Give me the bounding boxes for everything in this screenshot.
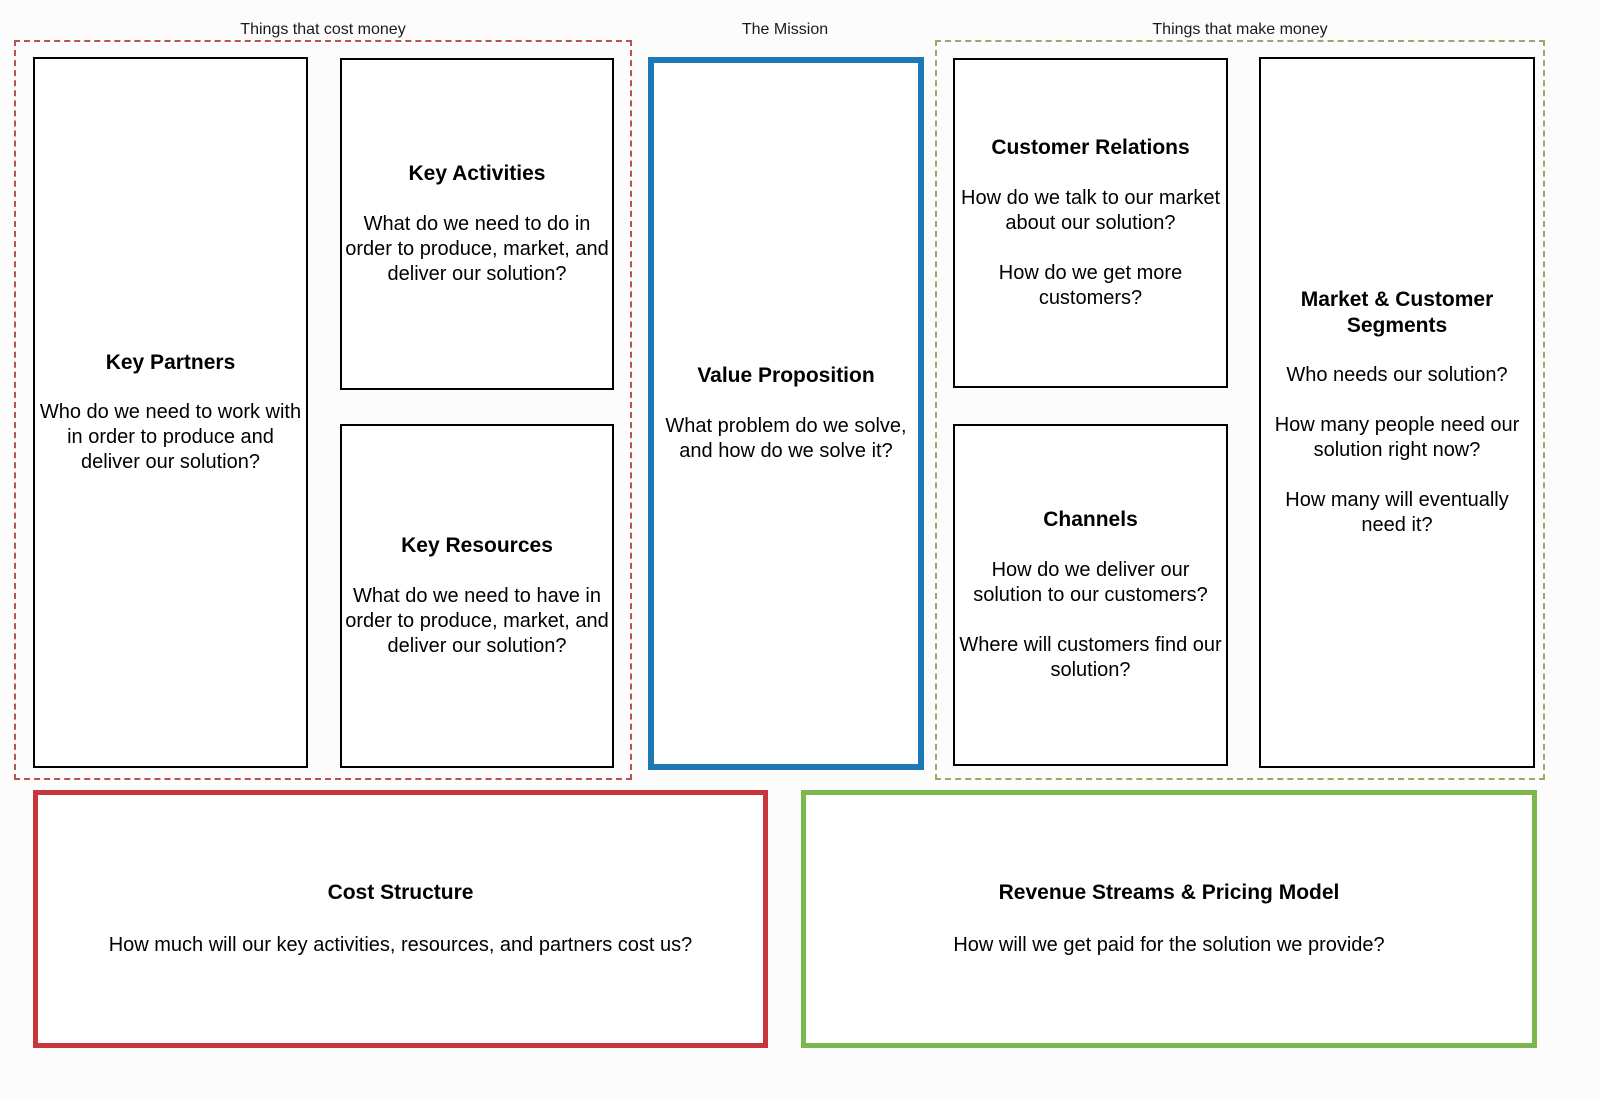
key-partners-title: Key Partners bbox=[105, 350, 236, 374]
key-activities-box: Key Activities What do we need to do in … bbox=[340, 58, 614, 390]
channels-box: Channels How do we deliver our solution … bbox=[953, 424, 1228, 766]
customer-relations-box: Customer Relations How do we talk to our… bbox=[953, 58, 1228, 388]
revenue-streams-box: Revenue Streams & Pricing Model How will… bbox=[801, 790, 1537, 1048]
key-resources-title: Key Resources bbox=[401, 534, 553, 558]
key-partners-box: Key Partners Who do we need to work with… bbox=[33, 57, 308, 768]
market-segments-question-1: Who needs our solution? bbox=[1286, 363, 1508, 386]
cost-structure-title: Cost Structure bbox=[327, 880, 474, 904]
market-segments-question-3: How many will eventually need it? bbox=[1285, 488, 1509, 536]
group-label-revenue: Things that make money bbox=[1152, 21, 1328, 38]
cost-group-frame bbox=[14, 40, 632, 780]
cost-structure-question: How much will our key activities, resour… bbox=[108, 934, 693, 957]
market-segments-box: Market & Customer Segments Who needs our… bbox=[1259, 57, 1535, 768]
channels-question-1: How do we deliver our solution to our cu… bbox=[973, 558, 1208, 606]
value-proposition-question: What problem do we solve, and how do we … bbox=[665, 414, 907, 462]
key-resources-question: What do we need to have in order to prod… bbox=[345, 584, 609, 657]
customer-relations-question-1: How do we talk to our market about our s… bbox=[961, 186, 1220, 234]
customer-relations-title: Customer Relations bbox=[991, 136, 1190, 160]
key-resources-box: Key Resources What do we need to have in… bbox=[340, 424, 614, 768]
market-segments-title: Market & Customer Segments bbox=[1300, 288, 1494, 337]
customer-relations-question-2: How do we get more customers? bbox=[998, 261, 1183, 309]
key-activities-question: What do we need to do in order to produc… bbox=[345, 212, 609, 285]
revenue-streams-question: How will we get paid for the solution we… bbox=[953, 934, 1385, 957]
key-partners-question: Who do we need to work with in order to … bbox=[39, 401, 302, 474]
group-label-mission: The Mission bbox=[741, 21, 829, 38]
market-segments-question-2: How many people need our solution right … bbox=[1274, 413, 1520, 461]
value-proposition-title: Value Proposition bbox=[697, 364, 875, 388]
key-activities-title: Key Activities bbox=[408, 162, 546, 186]
value-proposition-box: Value Proposition What problem do we sol… bbox=[648, 57, 924, 770]
channels-title: Channels bbox=[1043, 508, 1138, 532]
revenue-group-frame bbox=[935, 40, 1545, 780]
cost-structure-box: Cost Structure How much will our key act… bbox=[33, 790, 768, 1048]
revenue-streams-title: Revenue Streams & Pricing Model bbox=[998, 880, 1340, 904]
group-label-cost: Things that cost money bbox=[240, 21, 406, 38]
channels-question-2: Where will customers find our solution? bbox=[959, 633, 1222, 681]
